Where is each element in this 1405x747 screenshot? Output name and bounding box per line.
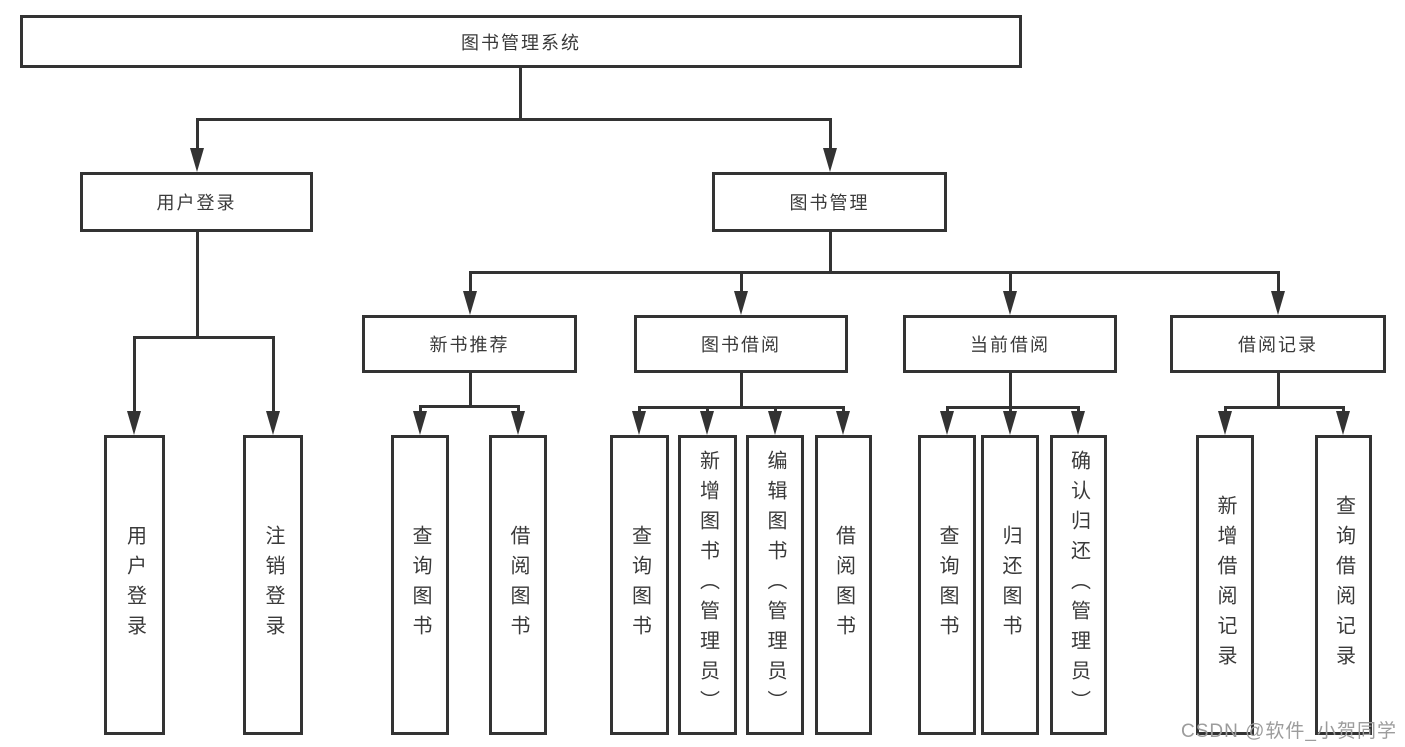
node-leaf-borrow-books: 借阅图书 [815, 435, 872, 735]
node-leaf-query-books-borrow: 查询图书 [610, 435, 669, 735]
connector-drop-book-mgmt-to-level3-3 [1276, 271, 1280, 297]
arrowhead-down-icon [1003, 291, 1017, 315]
node-book-borrowing: 图书借阅 [634, 315, 848, 373]
node-label-leaf-logout: 注销登录 [262, 525, 284, 645]
arrowhead-down-icon [1336, 411, 1350, 435]
connector-rail-user-login-to-leaves [132, 336, 275, 339]
connector-stem-book-borrow-to-leaves [739, 373, 743, 409]
node-leaf-add-books-admin: 新增图书（管理员） [678, 435, 737, 735]
node-leaf-logout: 注销登录 [243, 435, 303, 735]
node-label-book-borrowing: 图书借阅 [701, 335, 781, 355]
connector-stem-user-login-to-leaves [195, 232, 199, 339]
node-label-leaf-confirm-return-admin: 确认归还（管理员） [1067, 450, 1090, 720]
connector-stem-book-mgmt-to-level3 [828, 232, 832, 274]
node-leaf-query-books-current: 查询图书 [918, 435, 976, 735]
node-label-book-management: 图书管理 [789, 193, 870, 213]
connector-rail-book-mgmt-to-level3 [468, 271, 1280, 274]
node-label-leaf-query-books-current: 查询图书 [936, 525, 958, 645]
connector-stem-records-to-leaves [1276, 373, 1280, 409]
node-leaf-confirm-return-admin: 确认归还（管理员） [1050, 435, 1107, 735]
node-label-user-login: 用户登录 [156, 193, 237, 213]
node-label-current-borrowing: 当前借阅 [970, 335, 1050, 355]
arrowhead-down-icon [940, 411, 954, 435]
node-label-leaf-return-books: 归还图书 [999, 525, 1021, 645]
node-leaf-return-books: 归还图书 [981, 435, 1039, 735]
node-book-management: 图书管理 [712, 172, 947, 232]
connector-drop-book-mgmt-to-level3-2 [1008, 271, 1012, 297]
connector-drop-book-mgmt-to-level3-1 [739, 271, 743, 297]
node-leaf-borrow-books-rec: 借阅图书 [489, 435, 547, 735]
node-label-leaf-add-books-admin: 新增图书（管理员） [696, 450, 719, 720]
arrowhead-down-icon [1003, 411, 1017, 435]
csdn-watermark: CSDN @软件_小贺同学 [1181, 721, 1397, 742]
arrowhead-down-icon [700, 411, 714, 435]
connector-drop-root-to-level2-1 [828, 118, 832, 154]
connector-stem-root-to-level2 [518, 68, 522, 121]
node-label-borrowing-records: 借阅记录 [1238, 335, 1318, 355]
node-leaf-user-login: 用户登录 [104, 435, 165, 735]
connector-stem-new-rec-to-leaves [468, 373, 472, 408]
connector-drop-user-login-to-leaves-0 [132, 336, 136, 417]
arrowhead-down-icon [1218, 411, 1232, 435]
node-borrowing-records: 借阅记录 [1170, 315, 1386, 373]
node-label-leaf-query-books-rec: 查询图书 [409, 525, 431, 645]
arrowhead-down-icon [768, 411, 782, 435]
node-user-login: 用户登录 [80, 172, 313, 232]
node-leaf-edit-books-admin: 编辑图书（管理员） [746, 435, 804, 735]
node-label-root-system: 图书管理系统 [461, 32, 581, 53]
arrowhead-down-icon [632, 411, 646, 435]
connector-drop-user-login-to-leaves-1 [271, 336, 275, 417]
node-label-leaf-borrow-books: 借阅图书 [832, 525, 855, 645]
node-leaf-query-borrow-record: 查询借阅记录 [1315, 435, 1372, 735]
connector-rail-current-borrow-to-leaves [945, 406, 1080, 409]
arrowhead-down-icon [413, 411, 427, 435]
node-current-borrowing: 当前借阅 [903, 315, 1117, 373]
arrowhead-down-icon [266, 411, 280, 435]
connector-rail-root-to-level2 [195, 118, 832, 121]
arrowhead-down-icon [190, 148, 204, 172]
arrowhead-down-icon [1071, 411, 1085, 435]
node-leaf-add-borrow-record: 新增借阅记录 [1196, 435, 1254, 735]
node-label-leaf-query-books-borrow: 查询图书 [628, 525, 651, 645]
node-leaf-query-books-rec: 查询图书 [391, 435, 449, 735]
connector-rail-records-to-leaves [1223, 406, 1345, 409]
node-label-leaf-query-borrow-record: 查询借阅记录 [1332, 495, 1355, 675]
arrowhead-down-icon [127, 411, 141, 435]
arrowhead-down-icon [734, 291, 748, 315]
connector-stem-current-borrow-to-leaves [1008, 373, 1012, 409]
node-label-leaf-edit-books-admin: 编辑图书（管理员） [764, 450, 786, 720]
connector-drop-book-mgmt-to-level3-0 [468, 271, 472, 297]
node-root-system: 图书管理系统 [20, 15, 1022, 68]
arrowhead-down-icon [823, 148, 837, 172]
node-new-book-recommend: 新书推荐 [362, 315, 577, 373]
arrowhead-down-icon [511, 411, 525, 435]
node-label-leaf-user-login: 用户登录 [123, 525, 146, 645]
node-label-leaf-add-borrow-record: 新增借阅记录 [1214, 495, 1236, 675]
connector-rail-new-rec-to-leaves [418, 405, 520, 408]
connector-rail-book-borrow-to-leaves [637, 406, 845, 409]
node-label-new-book-recommend: 新书推荐 [429, 335, 510, 355]
node-label-leaf-borrow-books-rec: 借阅图书 [507, 525, 529, 645]
arrowhead-down-icon [836, 411, 850, 435]
connector-drop-root-to-level2-0 [195, 118, 199, 154]
arrowhead-down-icon [1271, 291, 1285, 315]
arrowhead-down-icon [463, 291, 477, 315]
